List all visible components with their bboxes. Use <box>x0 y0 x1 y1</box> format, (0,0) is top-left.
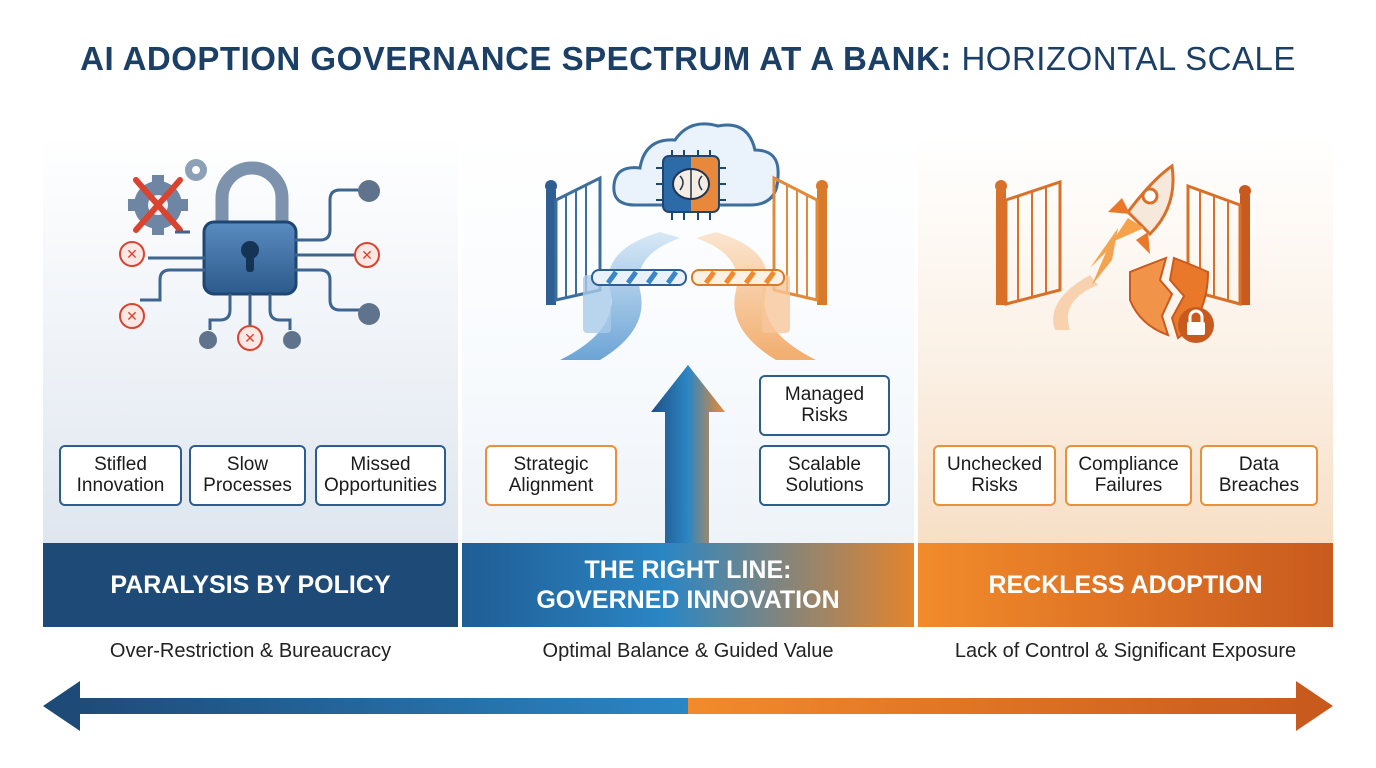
gear-crossed-icon <box>128 159 207 235</box>
rocket-icon <box>1108 163 1175 254</box>
trail-icon <box>1053 228 1118 330</box>
spectrum-axis <box>43 681 1333 731</box>
svg-text:✕: ✕ <box>126 247 138 263</box>
band-reckless-adoption: RECKLESS ADOPTION <box>918 543 1333 627</box>
band-governed-innovation: THE RIGHT LINE:GOVERNED INNOVATION <box>462 543 914 627</box>
open-gate-icon <box>995 179 1251 306</box>
gate-left-icon <box>545 175 687 333</box>
title-bold: AI ADOPTION GOVERNANCE SPECTRUM AT A BAN… <box>80 40 952 77</box>
paths-icon <box>560 232 816 360</box>
gate-right-icon <box>691 175 828 333</box>
title-light: HORIZONTAL SCALE <box>961 40 1296 77</box>
subtitle-right: Lack of Control & Significant Exposure <box>954 640 1297 662</box>
blocked-node-icons: ✕ ✕ ✕ ✕ <box>119 180 380 351</box>
blocked-connection-icon <box>140 188 360 330</box>
band-paralysis-by-policy: PARALYSIS BY POLICY <box>43 543 458 627</box>
broken-shield-icon <box>1129 256 1214 343</box>
page-title: AI ADOPTION GOVERNANCE SPECTRUM AT A BAN… <box>0 40 1376 78</box>
svg-text:✕: ✕ <box>126 309 138 325</box>
subtitle-left: Over-Restriction & Bureaucracy <box>109 640 392 662</box>
up-arrow-icon <box>651 365 725 543</box>
svg-text:✕: ✕ <box>244 331 256 347</box>
svg-text:✕: ✕ <box>361 248 373 264</box>
subtitle-middle: Optimal Balance & Guided Value <box>542 640 834 662</box>
cloud-ai-chip-icon <box>612 122 780 220</box>
padlock-icon <box>202 161 298 296</box>
